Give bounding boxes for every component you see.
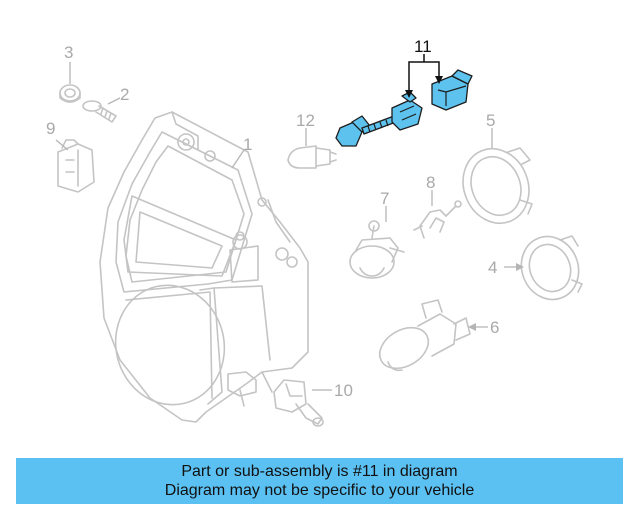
parts-diagram: 1 3 2 9 12 <box>46 37 583 427</box>
callout-3: 3 <box>64 43 73 62</box>
callout-1: 1 <box>243 135 252 154</box>
part-8-clip <box>413 200 462 239</box>
callout-5: 5 <box>486 111 495 130</box>
callout-11: 11 <box>414 37 432 56</box>
callout-2: 2 <box>120 85 129 104</box>
callout-9: 9 <box>46 119 55 138</box>
callout-7: 7 <box>380 189 389 208</box>
callout-10: 10 <box>334 381 353 400</box>
part-info-banner: Part or sub-assembly is #11 in diagram D… <box>16 458 623 504</box>
part-3-grommet <box>59 84 81 103</box>
part-5-ring <box>462 147 533 225</box>
callout-8: 8 <box>426 173 435 192</box>
part-4-ring <box>520 235 583 301</box>
callout-4: 4 <box>488 258 497 277</box>
callout-12: 12 <box>296 111 315 130</box>
banner-line-1: Part or sub-assembly is #11 in diagram <box>181 463 458 480</box>
part-12-bulb <box>287 145 337 169</box>
part-7-bulb <box>349 220 405 279</box>
part-10-bracket <box>273 379 324 427</box>
part-11-harness <box>335 69 473 147</box>
part-6-bulb <box>378 299 471 372</box>
callout-6: 6 <box>490 318 499 337</box>
banner-line-2: Diagram may not be specific to your vehi… <box>164 482 475 499</box>
part-2-bolt <box>82 100 117 123</box>
part-9-clip <box>57 139 95 193</box>
headlamp-housing <box>99 111 309 423</box>
